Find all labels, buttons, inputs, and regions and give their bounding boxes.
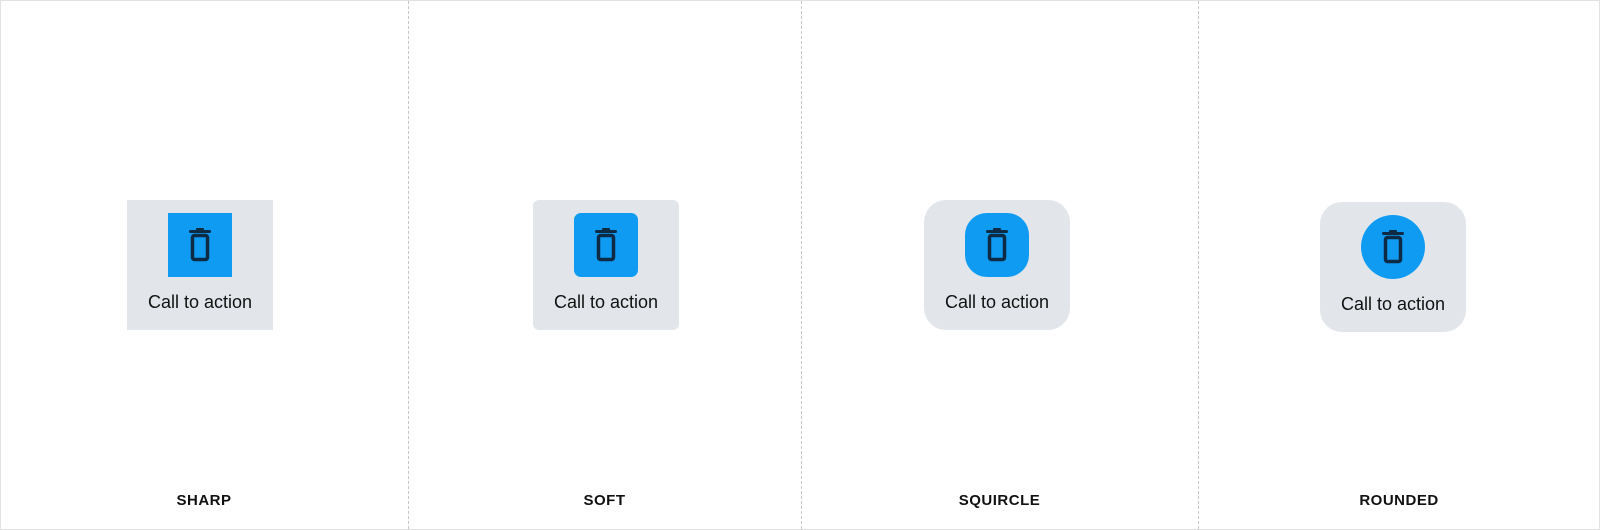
trash-icon (189, 228, 211, 262)
panel-squircle: Call to action SQUIRCLE (801, 0, 1198, 530)
icon-container (168, 213, 232, 277)
variant-caption: ROUNDED (1359, 492, 1439, 509)
variant-caption: SQUIRCLE (958, 492, 1041, 509)
cta-button-soft[interactable]: Call to action (533, 200, 679, 330)
cta-button-sharp[interactable]: Call to action (127, 200, 273, 330)
divider (801, 1, 802, 529)
cta-button-rounded[interactable]: Call to action (1320, 202, 1466, 332)
panel-sharp: Call to action SHARP (0, 0, 408, 530)
icon-container (574, 213, 638, 277)
panel-rounded: Call to action ROUNDED (1198, 0, 1600, 530)
cta-label: Call to action (147, 292, 253, 312)
divider (1198, 1, 1199, 529)
variant-caption: SHARP (176, 492, 232, 509)
cta-label: Call to action (553, 292, 659, 312)
divider (408, 1, 409, 529)
trash-icon (986, 228, 1008, 262)
cta-button-squircle[interactable]: Call to action (924, 200, 1070, 330)
icon-container (965, 213, 1029, 277)
cta-label: Call to action (1340, 294, 1446, 314)
trash-icon (595, 228, 617, 262)
variant-caption: SOFT (583, 492, 626, 509)
cta-label: Call to action (944, 292, 1050, 312)
panel-soft: Call to action SOFT (408, 0, 801, 530)
icon-container (1361, 215, 1425, 279)
trash-icon (1382, 230, 1404, 264)
